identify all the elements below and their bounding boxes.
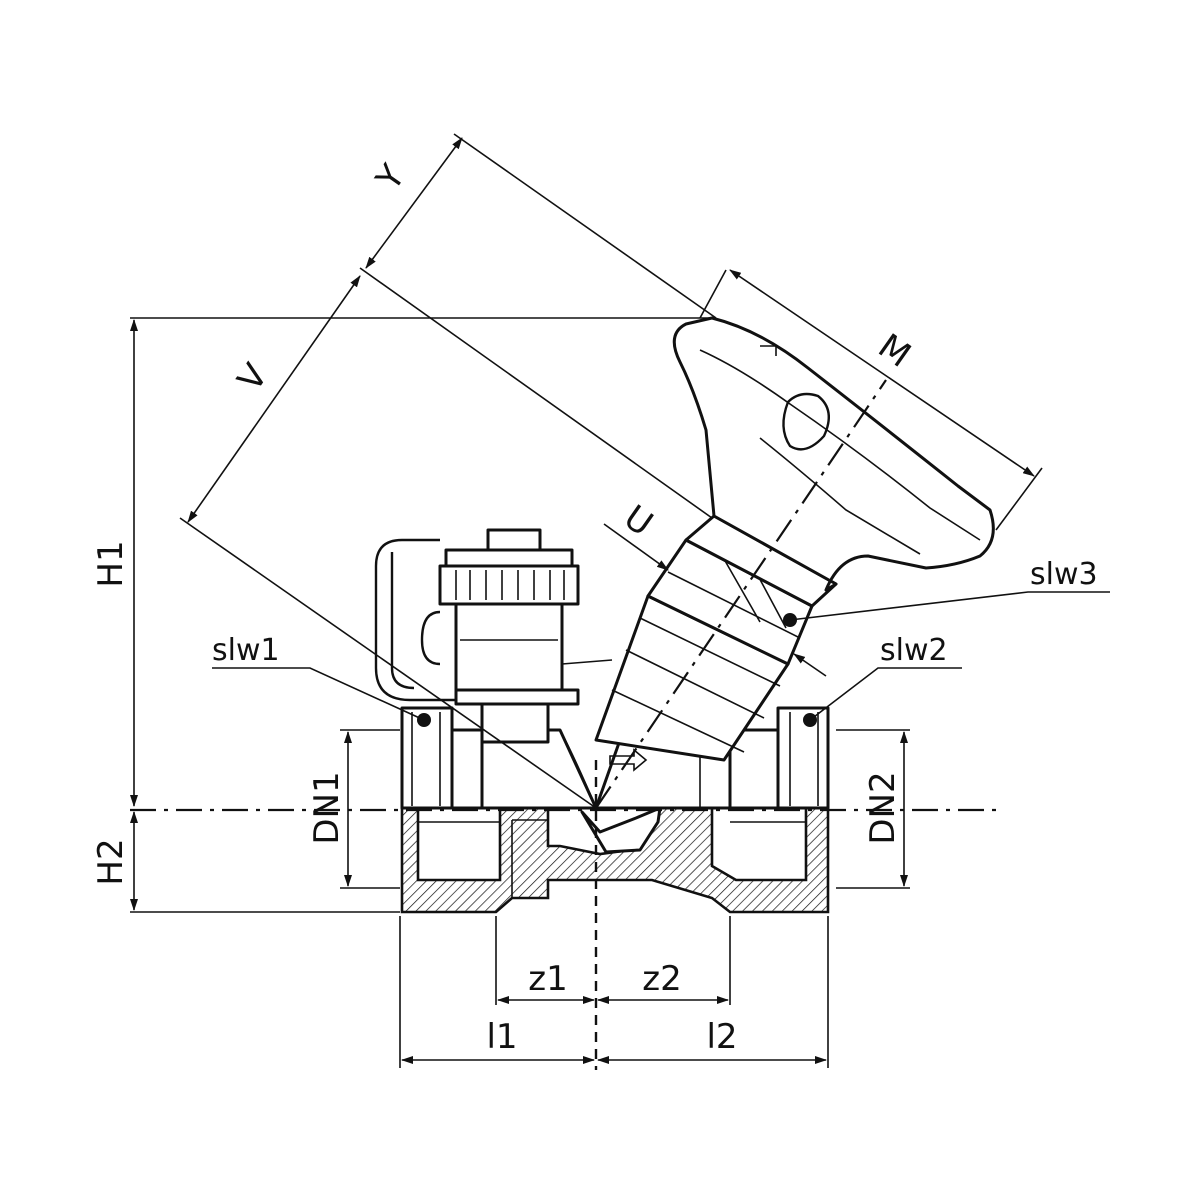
- label-z2: z2: [642, 959, 681, 999]
- callout-slw2: slw2: [880, 633, 948, 668]
- label-M: M: [871, 326, 918, 376]
- horizontal-dimensions: [399, 916, 829, 1068]
- callout-slw3: slw3: [1030, 557, 1098, 592]
- label-l1: l1: [486, 1017, 517, 1057]
- label-V: V: [230, 357, 276, 399]
- callout-labels: slw1 slw2 slw3: [212, 557, 1098, 668]
- diagonal-dimensions: [179, 133, 1043, 809]
- label-H2: H2: [91, 838, 131, 885]
- measuring-nipple: [374, 528, 613, 744]
- label-l2: l2: [706, 1017, 737, 1057]
- callout-markers: [212, 591, 1110, 727]
- label-H1: H1: [91, 540, 131, 587]
- flow-direction-icon: [609, 748, 648, 772]
- bonnet-and-handwheel: [594, 316, 995, 762]
- label-z1: z1: [528, 959, 567, 999]
- callout-slw1: slw1: [212, 633, 280, 668]
- label-Y: Y: [368, 158, 413, 199]
- label-DN1: DN1: [307, 771, 347, 844]
- label-DN2: DN2: [863, 771, 903, 844]
